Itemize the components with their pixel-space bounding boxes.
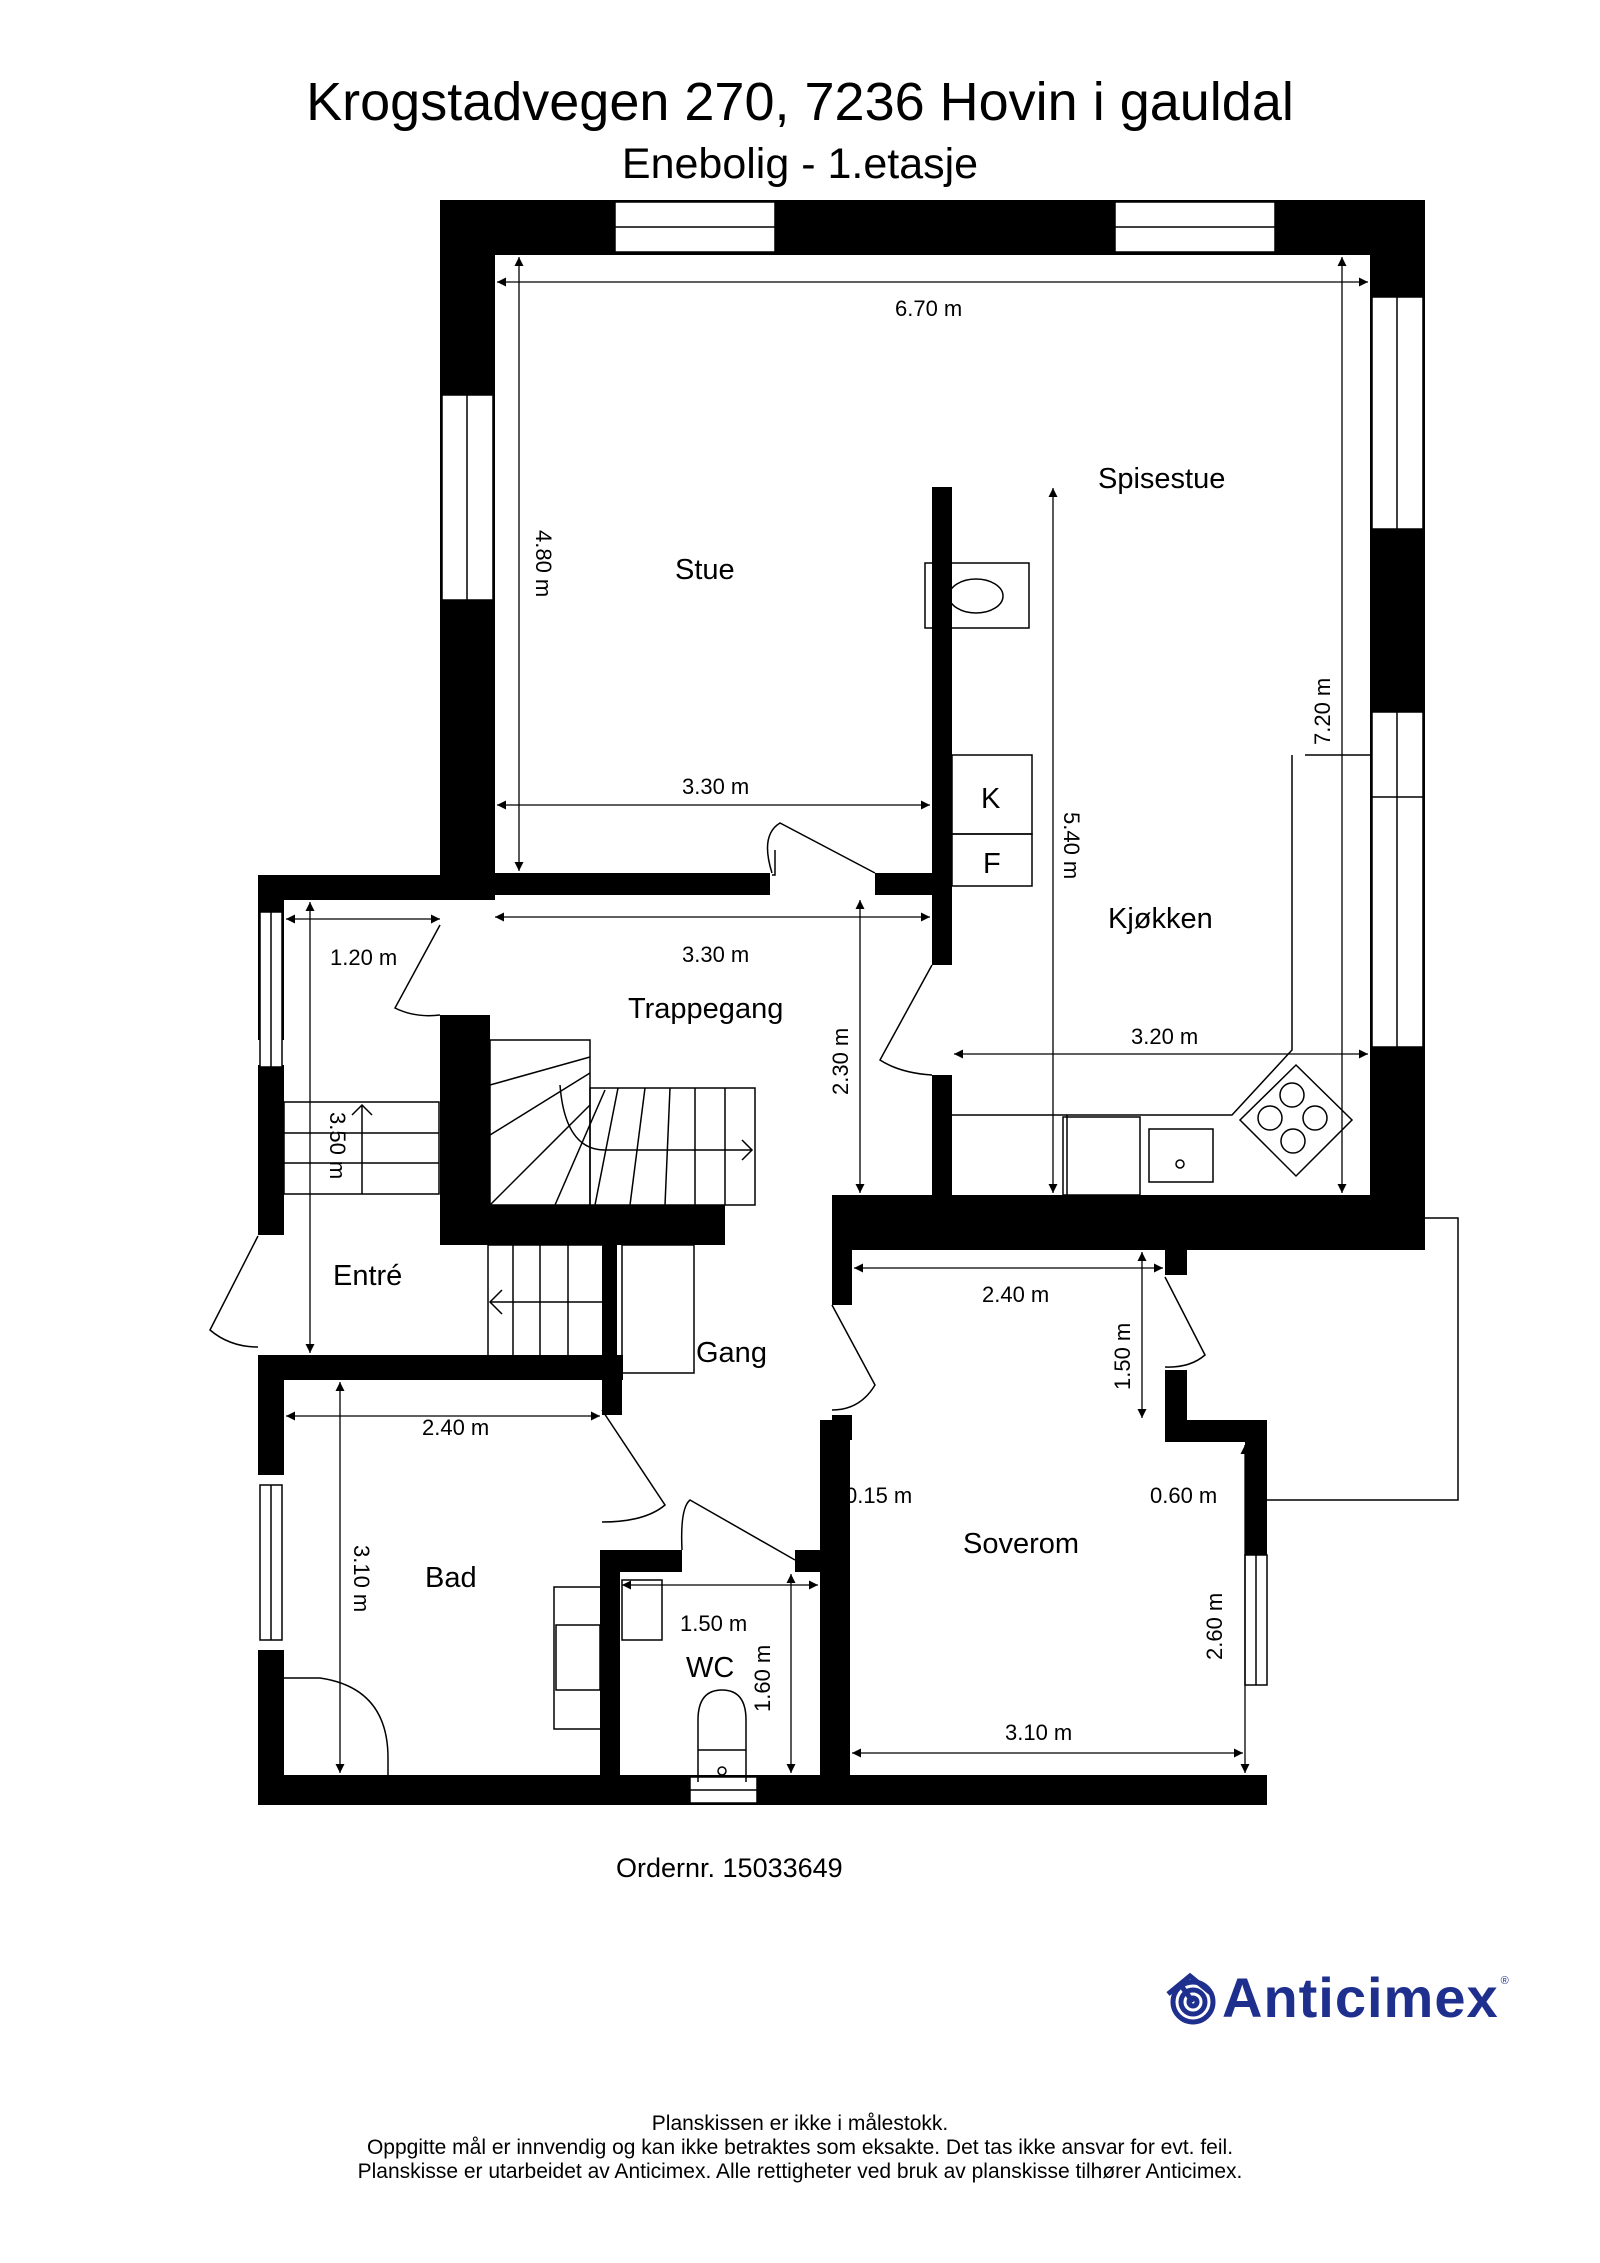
room-label-wc: WC xyxy=(686,1652,734,1684)
order-number: Ordernr. 15033649 xyxy=(616,1853,843,1883)
freezer-icon xyxy=(951,833,1033,887)
dim-bad-height: 3.10 m xyxy=(349,1545,374,1612)
anticimex-logo: Anticimex ® xyxy=(1160,1965,1509,2030)
doors xyxy=(209,822,1206,1561)
shower-icon xyxy=(284,1677,389,1775)
dim-bad-width: 2.40 m xyxy=(422,1415,489,1440)
anticimex-emblem-icon xyxy=(1166,1972,1216,2024)
dim-entre-height: 3.50 m xyxy=(325,1112,350,1179)
dim-wc-height: 1.60 m xyxy=(750,1645,775,1712)
fridge-label: K xyxy=(981,783,1001,815)
disclaimer-line: Planskissen er ikke i målestokk. xyxy=(651,2112,949,2135)
room-label-bad: Bad xyxy=(425,1562,477,1594)
dim-trappegang-height: 2.30 m xyxy=(828,1028,853,1095)
room-label-trappegang: Trappegang xyxy=(628,993,783,1025)
stove-icon xyxy=(1238,1063,1354,1178)
registered-mark: ® xyxy=(1500,1975,1509,1987)
dim-kjokken-width: 3.20 m xyxy=(1131,1024,1198,1049)
dim-soverom-width: 3.10 m xyxy=(1005,1720,1072,1745)
disclaimer: Planskissen er ikke i målestokk. Oppgitt… xyxy=(0,2112,1600,2184)
dim-stue-spisestue-width: 6.70 m xyxy=(895,296,962,321)
sink-icon xyxy=(1148,1128,1214,1183)
page-title: Krogstadvegen 270, 7236 Hovin i gauldal xyxy=(306,72,1294,132)
room-label-spisestue: Spisestue xyxy=(1098,463,1225,495)
disclaimer-line: Planskisse er utarbeidet av Anticimex. A… xyxy=(357,2160,1243,2183)
dim-wc-width: 1.50 m xyxy=(680,1611,747,1636)
fixtures xyxy=(284,562,1459,1782)
room-label-gang: Gang xyxy=(696,1337,767,1369)
dim-trappegang-width: 3.30 m xyxy=(682,942,749,967)
dishwasher-icon xyxy=(1062,1116,1141,1196)
dim-stue-width: 3.30 m xyxy=(682,774,749,799)
dim-soverom-offset-right: 0.60 m xyxy=(1150,1483,1217,1508)
dimension-lines xyxy=(286,257,1368,1773)
dim-stue-height: 4.80 m xyxy=(531,530,556,597)
balcony-outline xyxy=(1267,1217,1459,1501)
dim-soverom-height: 2.60 m xyxy=(1202,1593,1227,1660)
dim-soverom-top-width: 2.40 m xyxy=(982,1282,1049,1307)
bathroom-cabinet-icon xyxy=(553,1586,603,1730)
dim-kjokken-height: 5.40 m xyxy=(1059,812,1084,879)
room-label-soverom: Soverom xyxy=(963,1528,1079,1560)
dim-spisestue-kjokken-height: 7.20 m xyxy=(1310,678,1335,745)
disclaimer-line: Oppgitte mål er innvendig og kan ikke be… xyxy=(366,2136,1234,2159)
anticimex-wordmark: Anticimex xyxy=(1222,1966,1499,2029)
wc-sink-icon xyxy=(621,1579,663,1641)
room-label-kjokken: Kjøkken xyxy=(1108,903,1213,935)
dim-soverom-offset-left: 0.15 m xyxy=(845,1483,912,1508)
dim-entre-width: 1.20 m xyxy=(330,945,397,970)
staircase xyxy=(283,1039,756,1374)
toilet-icon xyxy=(697,1689,747,1782)
dim-soverom-alcove-height: 1.50 m xyxy=(1110,1323,1135,1390)
page-subtitle: Enebolig - 1.etasje xyxy=(621,140,979,188)
room-label-stue: Stue xyxy=(675,554,735,586)
fireplace-icon xyxy=(924,562,1030,629)
room-label-entre: Entré xyxy=(333,1260,402,1292)
freezer-label: F xyxy=(983,848,1001,880)
